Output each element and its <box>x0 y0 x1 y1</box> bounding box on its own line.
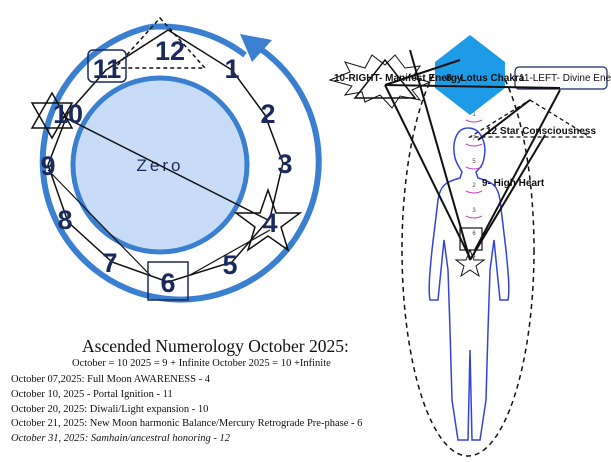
outer-ring <box>39 24 322 303</box>
chakra-6: 6 <box>472 231 476 237</box>
wheel-number-1: 1 <box>224 54 239 84</box>
subtitle: October = 10 2025 = 9 + Infinite October… <box>72 358 331 369</box>
wheel-number-3: 3 <box>277 149 292 179</box>
star-4 <box>233 187 303 252</box>
chakra-2: 2 <box>472 183 476 189</box>
event-line: October 10, 2025 - Portal Ignition - 11 <box>11 389 173 400</box>
high-heart-label: 9- High Heart <box>482 178 545 189</box>
box-6 <box>147 261 189 301</box>
left-divine-energy-label: 11-LEFT- Divine Energy <box>519 73 611 84</box>
wheel-number-12: 12 <box>155 36 185 66</box>
chakra-5: 5 <box>472 159 476 165</box>
event-line: October 20, 2025: Diwali/Light expansion… <box>11 404 209 415</box>
wheel-number-4: 4 <box>262 208 277 238</box>
right-manifest-energy-label: 10-RIGHT- Manifest Energy <box>334 73 463 84</box>
chakra-7: 7 <box>472 136 476 142</box>
wheel-number-9: 9 <box>40 151 55 181</box>
chakra-3: 3 <box>472 208 476 214</box>
star-consciousness-label: 12 Star Consciousness <box>486 126 596 137</box>
lotus-chakra-label: 8 - Lotus Chakra <box>446 73 525 84</box>
aura-ellipse <box>401 43 535 457</box>
left-energy-box <box>514 66 608 90</box>
star-of-david-10 <box>30 91 74 129</box>
arrow-head-icon <box>240 34 272 62</box>
wheel-number-7: 7 <box>102 248 117 278</box>
wheel-number-5: 5 <box>222 250 237 280</box>
wheel-number-8: 8 <box>57 205 72 235</box>
chakra-1: 1 <box>472 112 476 118</box>
human-body-outline <box>428 127 510 441</box>
star-burst-10 <box>328 54 432 109</box>
page-title: Ascended Numerology October 2025: <box>82 336 349 356</box>
wheel-number-10: 10 <box>53 99 83 129</box>
box-11 <box>87 49 127 83</box>
wheel-number-6: 6 <box>160 268 175 298</box>
wheel-number-2: 2 <box>260 99 275 129</box>
dashed-triangle-12 <box>113 16 207 69</box>
chakra-4: 4 <box>472 254 476 260</box>
event-line: October 07,2025: Full Moon AWARENESS - 4 <box>11 374 210 385</box>
event-line: October 31, 2025: Samhain/ancestral hono… <box>11 433 231 444</box>
event-line: October 21, 2025: New Moon harmonic Bala… <box>11 418 363 429</box>
wheel-number-11: 11 <box>93 54 122 84</box>
star-consciousness-triangle <box>467 99 593 138</box>
lotus-diamond <box>435 35 505 115</box>
